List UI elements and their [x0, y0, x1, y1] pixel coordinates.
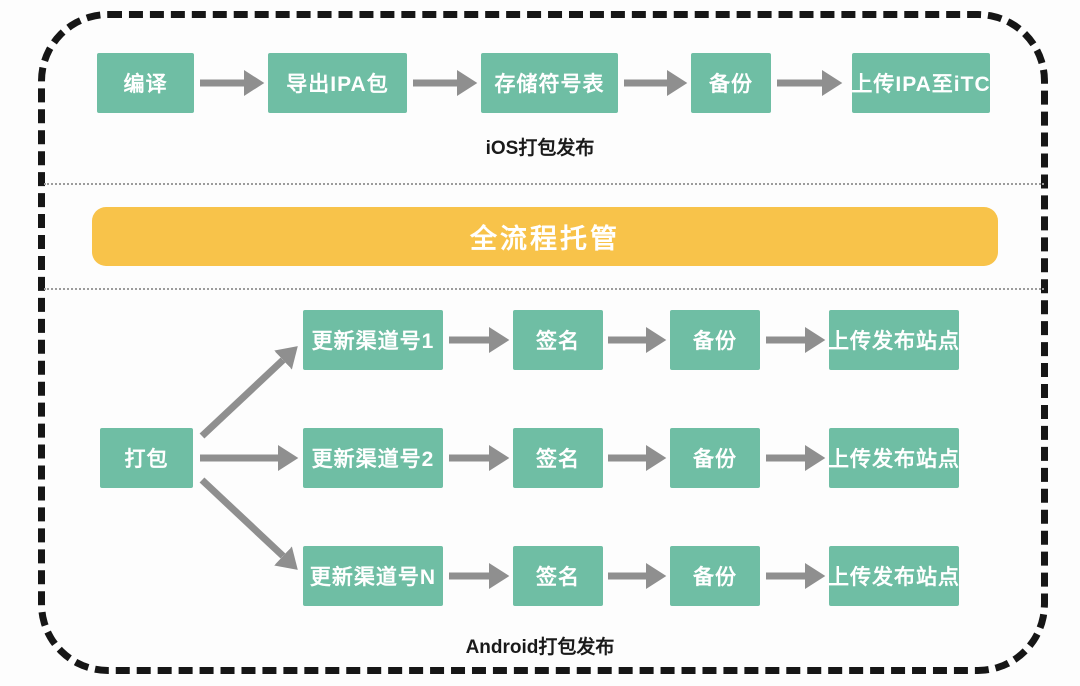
step-upload-release-site: 上传发布站点 [828, 310, 959, 370]
android-section-label: Android打包发布 [465, 637, 615, 658]
step-update-channel-n: 更新渠道号N [303, 546, 443, 606]
dotted-divider-bottom [44, 288, 1044, 290]
dotted-divider-top [44, 183, 1044, 185]
dashed-border [38, 11, 1048, 674]
step-store-symbol-table: 存储符号表 [481, 53, 618, 113]
step-upload-release-site: 上传发布站点 [828, 428, 959, 488]
step-sign: 签名 [513, 310, 603, 370]
step-sign: 签名 [513, 428, 603, 488]
step-package: 打包 [100, 428, 193, 488]
step-sign: 签名 [513, 546, 603, 606]
step-backup: 备份 [670, 428, 760, 488]
step-update-channel-2: 更新渠道号2 [303, 428, 443, 488]
step-upload-release-site: 上传发布站点 [828, 546, 959, 606]
step-backup: 备份 [691, 53, 771, 113]
ios-section-label: iOS打包发布 [485, 138, 595, 159]
step-upload-ipa-itc: 上传IPA至iTC [851, 53, 990, 113]
step-backup: 备份 [670, 310, 760, 370]
step-export-ipa: 导出IPA包 [268, 53, 407, 113]
hosting-banner: 全流程托管 [92, 207, 998, 266]
step-backup: 备份 [670, 546, 760, 606]
step-compile: 编译 [97, 53, 194, 113]
step-update-channel-1: 更新渠道号1 [303, 310, 443, 370]
